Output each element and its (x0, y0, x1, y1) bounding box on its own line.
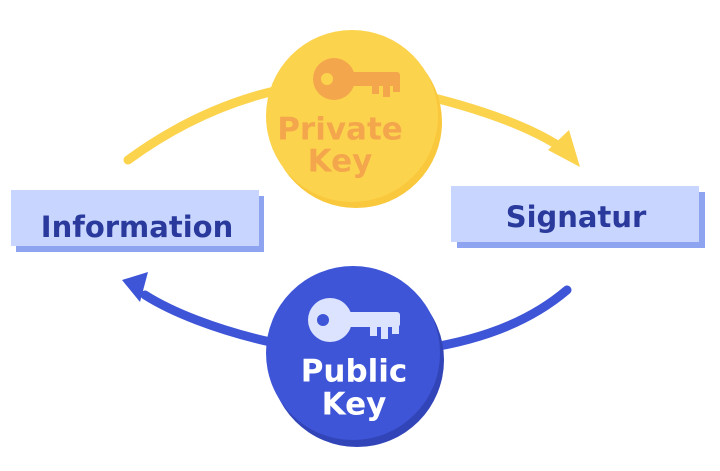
public-key-line1: Public (301, 354, 408, 390)
private-key-coin: Private Key (266, 30, 442, 208)
information-label: Information (41, 210, 233, 244)
key-icon (313, 58, 400, 100)
signatur-box: Signatur (451, 186, 705, 248)
key-icon (308, 298, 400, 342)
private-key-line2: Key (308, 144, 373, 180)
public-arrowhead (122, 272, 148, 302)
private-arrowhead (548, 130, 580, 167)
public-key-line2: Key (322, 387, 387, 423)
public-key-coin: Public Key (266, 266, 444, 447)
private-key-line1: Private (277, 112, 403, 148)
information-box: Information (11, 190, 264, 252)
signatur-label: Signatur (506, 200, 647, 234)
